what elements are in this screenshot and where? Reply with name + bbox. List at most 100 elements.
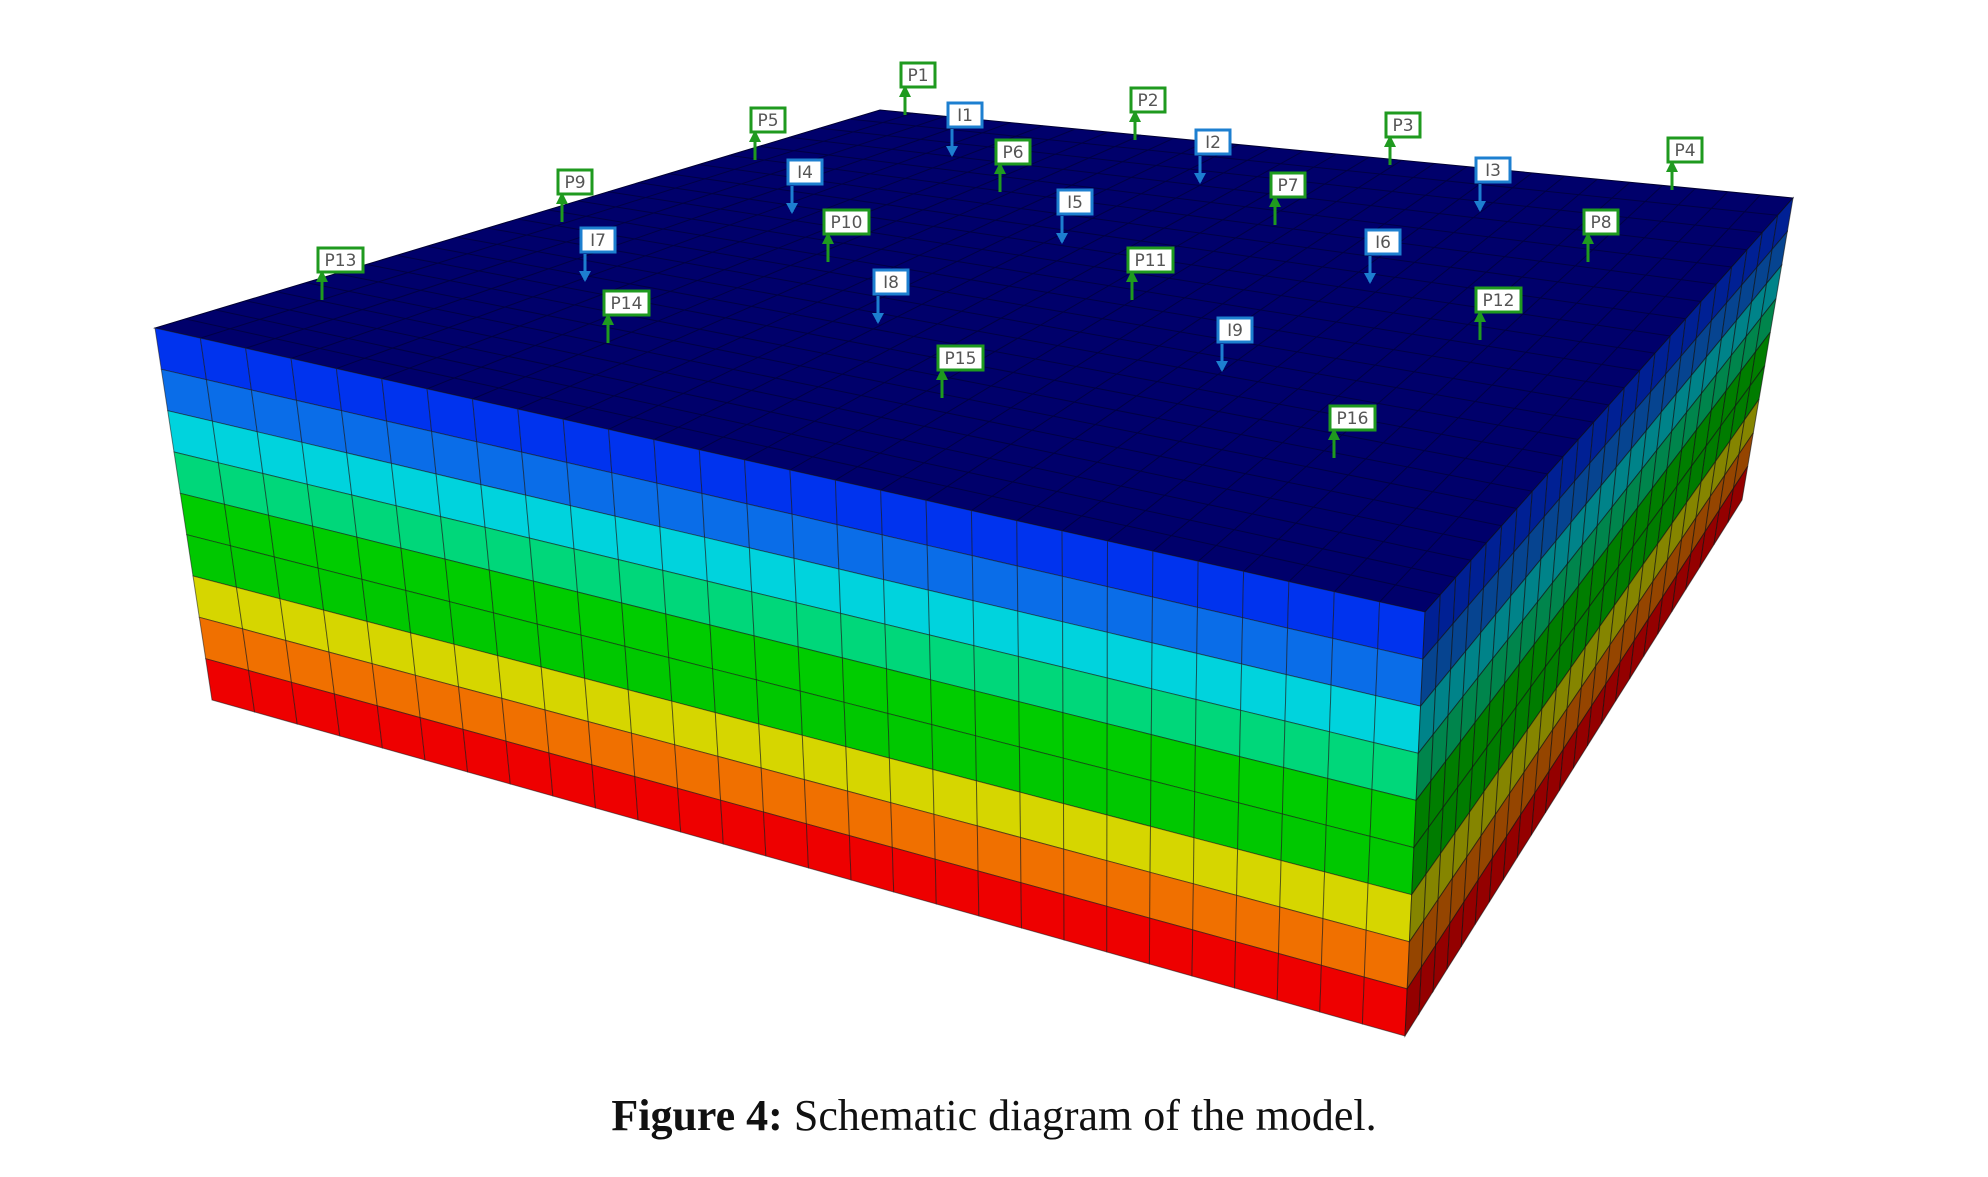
producer-arrow-icon	[994, 162, 1006, 174]
well-tag	[1328, 404, 1377, 432]
well-label: P11	[1135, 251, 1167, 271]
well-tag	[316, 246, 365, 274]
well-tag	[1384, 111, 1422, 139]
well-tag	[946, 101, 984, 129]
well-p6: P6	[994, 138, 1032, 192]
injector-arrow-icon	[1364, 273, 1376, 284]
well-p15: P15	[936, 344, 985, 398]
injector-arrow-icon	[1474, 201, 1486, 212]
well-tag	[899, 61, 937, 89]
right-cell	[1727, 466, 1749, 523]
well-tag	[1056, 188, 1094, 216]
producer-arrow-icon	[602, 313, 614, 325]
caption-text: Schematic diagram of the model.	[782, 1091, 1377, 1140]
well-tag	[1126, 246, 1175, 274]
well-p8: P8	[1582, 208, 1620, 262]
well-tag	[1216, 316, 1254, 344]
well-tag	[936, 344, 985, 372]
well-label: P13	[325, 251, 357, 271]
producer-arrow-icon	[556, 192, 568, 204]
well-tag	[822, 208, 871, 236]
well-i5: I5	[1056, 188, 1094, 244]
well-p2: P2	[1129, 86, 1167, 140]
well-tag	[872, 268, 910, 296]
well-p3: P3	[1384, 111, 1422, 165]
well-tag	[1666, 136, 1704, 164]
well-tag	[1582, 208, 1620, 236]
well-p14: P14	[602, 289, 651, 343]
well-label: P5	[757, 111, 778, 131]
well-label: I9	[1227, 321, 1243, 341]
model-right-face	[1404, 196, 1794, 1038]
producer-arrow-icon	[1269, 195, 1281, 207]
well-label: I3	[1485, 161, 1501, 181]
producer-arrow-icon	[936, 368, 948, 380]
injector-arrow-icon	[786, 203, 798, 214]
well-label: P14	[611, 294, 643, 314]
well-label: I7	[590, 231, 606, 251]
well-p4: P4	[1666, 136, 1704, 190]
well-label: P2	[1137, 91, 1158, 111]
well-tag	[579, 226, 617, 254]
well-label: P4	[1674, 141, 1695, 161]
model-front-face	[154, 327, 1426, 1037]
well-label: P6	[1002, 143, 1023, 163]
well-tag	[786, 158, 824, 186]
well-label: P1	[907, 66, 928, 86]
well-label: P7	[1277, 176, 1298, 196]
well-tag	[1474, 156, 1512, 184]
producer-arrow-icon	[899, 85, 911, 97]
well-tag	[749, 106, 787, 134]
well-i4: I4	[786, 158, 824, 214]
well-i6: I6	[1364, 228, 1402, 284]
well-label: I5	[1067, 193, 1083, 213]
injector-arrow-icon	[1216, 361, 1228, 372]
well-p16: P16	[1328, 404, 1377, 458]
injector-arrow-icon	[1194, 173, 1206, 184]
well-label: P16	[1337, 409, 1369, 429]
producer-arrow-icon	[822, 232, 834, 244]
producer-arrow-icon	[1384, 135, 1396, 147]
producer-arrow-icon	[749, 130, 761, 142]
well-tag	[1474, 286, 1523, 314]
well-p9: P9	[556, 168, 594, 222]
well-label: P9	[564, 173, 585, 193]
caption-label: Figure 4:	[611, 1091, 783, 1140]
well-label: I8	[883, 273, 899, 293]
well-p11: P11	[1126, 246, 1175, 300]
well-i8: I8	[872, 268, 910, 324]
figure-caption: Figure 4: Schematic diagram of the model…	[0, 1090, 1988, 1141]
well-i3: I3	[1474, 156, 1512, 212]
well-label: P12	[1483, 291, 1515, 311]
well-p1: P1	[899, 61, 937, 115]
top-grid	[185, 112, 1778, 603]
injector-arrow-icon	[579, 271, 591, 282]
well-i1: I1	[946, 101, 984, 157]
producer-arrow-icon	[1666, 160, 1678, 172]
well-p10: P10	[822, 208, 871, 262]
producer-arrow-icon	[1328, 428, 1340, 440]
well-label: P8	[1590, 213, 1611, 233]
injector-arrow-icon	[946, 146, 958, 157]
injector-arrow-icon	[1056, 233, 1068, 244]
injector-arrow-icon	[872, 313, 884, 324]
well-label: P15	[945, 349, 977, 369]
well-tag	[1269, 171, 1307, 199]
well-p7: P7	[1269, 171, 1307, 225]
well-p5: P5	[749, 106, 787, 160]
well-tag	[1194, 128, 1232, 156]
well-tag	[1129, 86, 1167, 114]
well-label: I2	[1205, 133, 1221, 153]
well-tag	[556, 168, 594, 196]
well-p12: P12	[1474, 286, 1523, 340]
well-tag	[994, 138, 1032, 166]
well-p13: P13	[316, 246, 365, 300]
well-i7: I7	[579, 226, 617, 282]
well-i9: I9	[1216, 316, 1254, 372]
producer-arrow-icon	[316, 270, 328, 282]
well-label: I6	[1375, 233, 1391, 253]
producer-arrow-icon	[1474, 310, 1486, 322]
well-label: I4	[797, 163, 813, 183]
